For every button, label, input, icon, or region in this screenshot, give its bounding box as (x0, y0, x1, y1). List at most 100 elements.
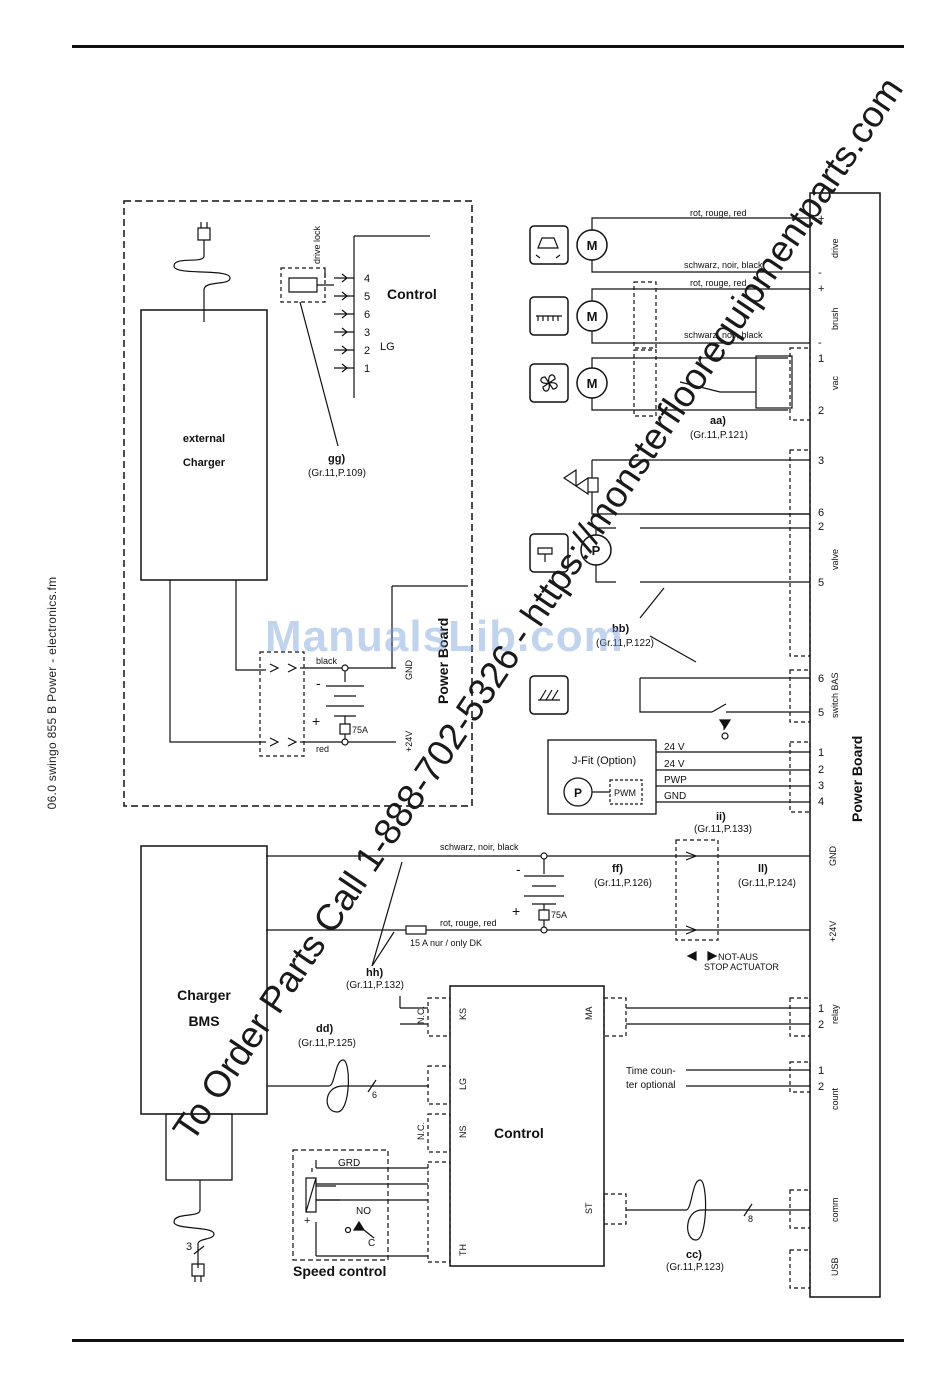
external-charger-enclosure (123, 200, 473, 807)
vac-label: vac (830, 375, 840, 390)
cord-count-3: 3 (186, 1241, 192, 1253)
ii-ref: ii) (716, 811, 726, 823)
pwm-label: PWM (614, 788, 636, 798)
svg-text:M: M (587, 309, 598, 324)
top-rule (72, 45, 904, 48)
svg-text:M: M (587, 376, 598, 391)
valve-label: valve (830, 549, 840, 570)
svg-text:6: 6 (372, 1090, 377, 1100)
control-bottom-box (449, 985, 605, 1267)
control-pin-6: 6 (364, 309, 370, 321)
nc-label-2: N.C. (416, 1122, 426, 1140)
ff-page: (Gr.11,P.126) (594, 878, 652, 889)
jfit-label: J-Fit (Option) (572, 755, 636, 767)
battery-top-minus: - (316, 675, 321, 691)
svg-text:75A: 75A (551, 910, 567, 920)
bottom-rule (72, 1339, 904, 1342)
not-aus-label: NOT-AUS (718, 952, 758, 962)
jfit-line-2: 24 V (664, 759, 685, 770)
ma-label: MA (584, 1007, 594, 1021)
gnd-label-top: GND (404, 660, 414, 681)
ii-page: (Gr.11,P.133) (694, 824, 752, 835)
svg-text:5: 5 (818, 707, 824, 719)
dd-ref: dd) (316, 1023, 333, 1035)
aa-ref: aa) (710, 415, 726, 427)
jfit-line-4: GND (664, 791, 686, 802)
svg-text:1: 1 (818, 1003, 824, 1015)
ns-label: NS (458, 1125, 468, 1138)
bb-ref: bb) (612, 623, 629, 635)
svg-text:1: 1 (818, 1065, 824, 1077)
svg-text:4: 4 (818, 796, 824, 808)
drive-red-wire: rot, rouge, red (690, 208, 747, 218)
svg-text:M: M (587, 238, 598, 253)
control-pin-1: 1 (364, 363, 370, 375)
charger-bms-label-1: Charger (177, 987, 231, 1003)
external-charger-label-1: external (183, 433, 225, 445)
hh-ref: hh) (366, 967, 383, 979)
no-label: NO (356, 1206, 371, 1217)
lg-cable (267, 1059, 429, 1113)
pump-icon (529, 533, 569, 573)
main-red-wire: rot, rouge, red (440, 918, 497, 928)
switch-bas-icon (529, 675, 569, 715)
main-black-wire: schwarz, noir, black (440, 842, 519, 852)
mains-plug-top (173, 222, 231, 322)
svg-text:rot, rouge, red: rot, rouge, red (690, 278, 747, 288)
control-top-bus (353, 235, 430, 398)
svg-text:1: 1 (818, 353, 824, 365)
time-counter-2: ter optional (626, 1080, 675, 1091)
cc-ref: cc) (686, 1249, 702, 1261)
ll-page: (Gr.11,P.124) (738, 878, 796, 889)
stop-actuator-label: STOP ACTUATOR (704, 962, 779, 972)
black-label: black (316, 656, 338, 666)
nc-label-1: N.C. (416, 1006, 426, 1024)
svg-text:5: 5 (818, 577, 824, 589)
valve-solenoid (562, 459, 810, 515)
svg-text:-: - (818, 337, 822, 349)
speed-control-box (292, 1149, 389, 1261)
drive-label: drive (830, 238, 840, 258)
jfit-box (547, 739, 657, 815)
brush-label: brush (830, 307, 840, 330)
svg-text:schwarz, noir, black: schwarz, noir, black (684, 330, 763, 340)
control-pin-2: 2 (364, 345, 370, 357)
drive-lock-box (280, 267, 326, 303)
svg-text:P: P (592, 543, 601, 558)
external-charger-box (140, 309, 268, 581)
gg-ref: gg) (328, 453, 345, 465)
plus24-label-top: +24V (404, 731, 414, 752)
control-bottom-label: Control (494, 1125, 544, 1141)
relay-label: relay (830, 1004, 840, 1024)
svg-text:2: 2 (818, 521, 824, 533)
dd-page: (Gr.11,P.125) (298, 1038, 356, 1049)
ks-label: KS (458, 1008, 468, 1020)
svg-text:P: P (574, 786, 582, 800)
stop-actuator-box (675, 839, 719, 941)
control-top-pins (334, 273, 354, 373)
svg-text:+: + (512, 903, 520, 919)
switch-bas-label: switch BAS (830, 672, 840, 718)
aa-page: (Gr.11,P.121) (690, 430, 748, 441)
drive-icon (529, 225, 569, 265)
power-board-label-top: Power Board (435, 618, 451, 704)
svg-text:6: 6 (818, 673, 824, 685)
svg-text:6: 6 (818, 507, 824, 519)
manualslib-watermark: ManualsLib.com (265, 612, 624, 661)
hh-page: (Gr.11,P.132) (346, 980, 404, 991)
st-label: ST (584, 1202, 594, 1214)
power-board-label-right: Power Board (849, 736, 865, 822)
svg-text:-: - (516, 861, 521, 877)
svg-text:1: 1 (818, 747, 824, 759)
svg-text:2: 2 (818, 405, 824, 417)
vac-icon (529, 363, 569, 403)
plus24-label-right: +24V (828, 921, 838, 942)
svg-text:2: 2 (818, 1019, 824, 1031)
usb-label: USB (830, 1257, 840, 1276)
fuse-75a-top: 75A (352, 725, 368, 735)
battery-main (524, 856, 564, 930)
brush-icon (529, 296, 569, 336)
svg-text:+: + (818, 213, 824, 225)
